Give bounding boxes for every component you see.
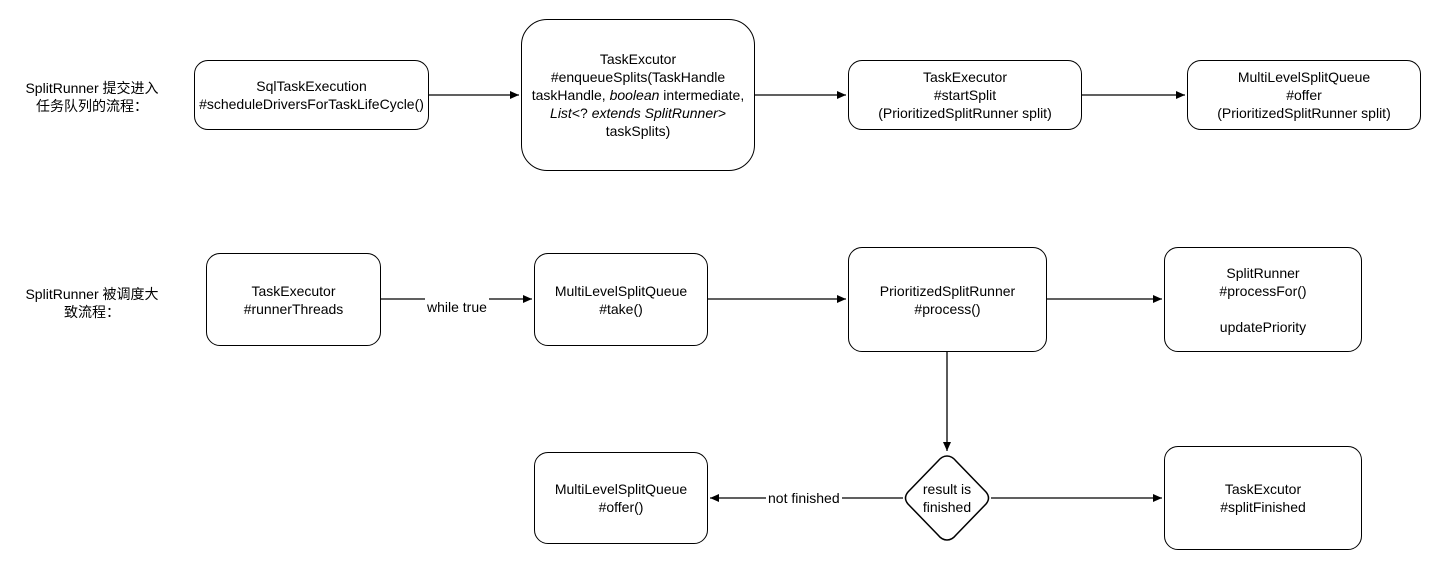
node-mlsq-offer-top: MultiLevelSplitQueue #offer (Prioritized… [1187, 60, 1421, 130]
node-psr-process: PrioritizedSplitRunner #process() [848, 247, 1047, 352]
section-label-schedule: SplitRunner 被调度大 致流程： [25, 286, 159, 320]
node-mlsq-offer-bottom: MultiLevelSplitQueue #offer() [534, 452, 708, 544]
node-mlsq-take: MultiLevelSplitQueue #take() [534, 253, 708, 346]
decision-diamond-shape [904, 455, 990, 541]
section-label-submit: SplitRunner 提交进入 任务队列的流程： [25, 80, 159, 114]
node-enqueue-splits: TaskExcutor #enqueueSplits(TaskHandle ta… [521, 19, 755, 171]
edge-label-not-finished: not finished [766, 489, 842, 507]
node-runner-threads: TaskExecutor #runnerThreads [206, 253, 381, 346]
node-split-runner-process-for: SplitRunner #processFor() updatePriority [1164, 247, 1362, 352]
node-sql-task-execution: SqlTaskExecution #scheduleDriversForTask… [194, 60, 429, 130]
node-split-finished: TaskExcutor #splitFinished [1164, 446, 1362, 550]
edge-label-while-true: while true [425, 298, 489, 316]
node-result-decision: result is finished [922, 481, 972, 515]
node-start-split: TaskExecutor #startSplit (PrioritizedSpl… [848, 60, 1082, 130]
